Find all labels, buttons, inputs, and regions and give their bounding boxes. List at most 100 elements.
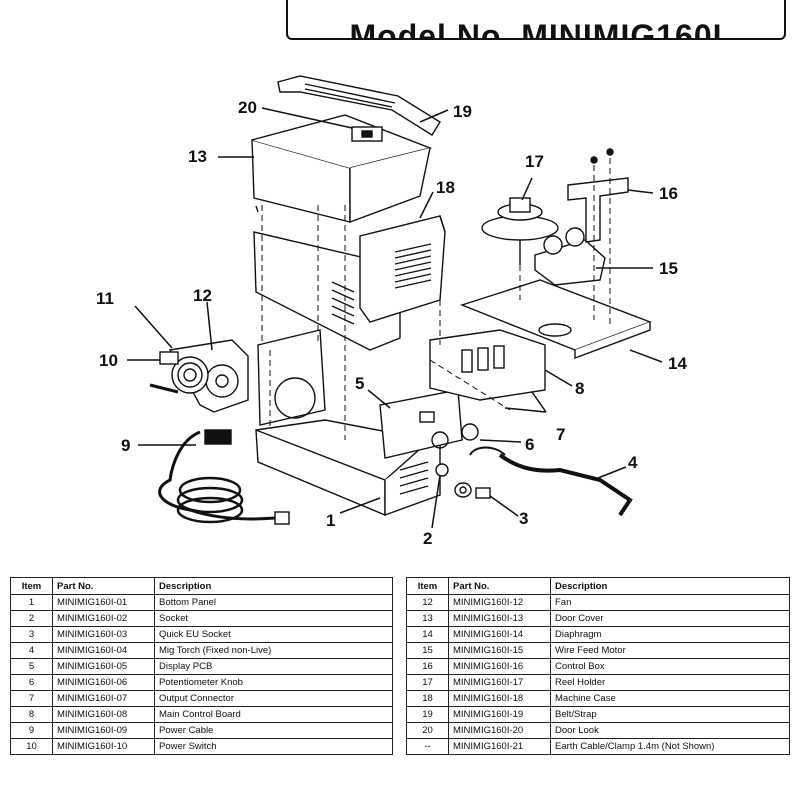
callout-8: 8 bbox=[575, 379, 584, 398]
row-item: 6 bbox=[10, 674, 53, 691]
row-item: 8 bbox=[10, 706, 53, 723]
row-item: 20 bbox=[406, 722, 449, 739]
table-header-row: Item Part No. Description bbox=[10, 577, 393, 595]
row-part-no: MINIMIG160I-05 bbox=[52, 658, 155, 675]
row-item: 15 bbox=[406, 642, 449, 659]
main-control-board-part bbox=[429, 329, 546, 401]
belt-strap-part bbox=[277, 75, 441, 136]
row-item: 3 bbox=[10, 626, 53, 643]
header-part-no: Part No. bbox=[448, 577, 551, 595]
row-description: Mig Torch (Fixed non-Live) bbox=[154, 642, 393, 659]
row-part-no: MINIMIG160I-06 bbox=[52, 674, 155, 691]
mig-torch-part bbox=[469, 446, 633, 517]
callout-4: 4 bbox=[628, 453, 638, 472]
row-part-no: MINIMIG160I-10 bbox=[52, 738, 155, 755]
assembly-guide-lines bbox=[261, 158, 611, 440]
callout-13: 13 bbox=[188, 147, 207, 166]
header-part-no: Part No. bbox=[52, 577, 155, 595]
diaphragm-part bbox=[459, 279, 652, 360]
callout-1: 1 bbox=[326, 511, 335, 530]
row-description: Belt/Strap bbox=[550, 706, 790, 723]
row-item: 16 bbox=[406, 658, 449, 675]
machine-case-part bbox=[359, 215, 446, 323]
callout-17: 17 bbox=[525, 152, 544, 171]
row-item: 7 bbox=[10, 690, 53, 707]
row-description: Diaphragm bbox=[550, 626, 790, 643]
row-item: 2 bbox=[10, 610, 53, 627]
row-item: 4 bbox=[10, 642, 53, 659]
callout-3: 3 bbox=[519, 509, 528, 528]
row-part-no: MINIMIG160I-20 bbox=[448, 722, 551, 739]
row-item: 14 bbox=[406, 626, 449, 643]
row-item: 17 bbox=[406, 674, 449, 691]
row-description: Display PCB bbox=[154, 658, 393, 675]
callout-15: 15 bbox=[659, 259, 678, 278]
power-switch-part bbox=[149, 351, 179, 394]
row-description: Fan bbox=[550, 594, 790, 611]
control-box-part bbox=[567, 148, 629, 243]
row-description: Control Box bbox=[550, 658, 790, 675]
callout-11: 11 bbox=[96, 289, 114, 308]
row-part-no: MINIMIG160I-21 bbox=[448, 738, 551, 755]
callout-16: 16 bbox=[659, 184, 678, 203]
row-description: Earth Cable/Clamp 1.4m (Not Shown) bbox=[550, 738, 790, 755]
header-item: Item bbox=[406, 577, 449, 595]
callout-14: 14 bbox=[668, 354, 687, 373]
fan-part bbox=[168, 339, 249, 413]
display-pcb-part bbox=[379, 389, 479, 459]
row-item: 12 bbox=[406, 594, 449, 611]
row-description: Output Connector bbox=[154, 690, 393, 707]
header-item: Item bbox=[10, 577, 53, 595]
wire-feed-motor-part bbox=[534, 227, 606, 286]
header-description: Description bbox=[550, 577, 790, 595]
row-description: Power Switch bbox=[154, 738, 393, 755]
row-part-no: MINIMIG160I-19 bbox=[448, 706, 551, 723]
exploded-parts-diagram: 20 19 13 18 17 16 15 14 11 12 10 9 5 8 7… bbox=[96, 75, 687, 548]
row-description: Door Cover bbox=[550, 610, 790, 627]
row-description: Wire Feed Motor bbox=[550, 642, 790, 659]
callout-5: 5 bbox=[355, 374, 364, 393]
reel-holder-part bbox=[481, 197, 559, 265]
leader-lines bbox=[127, 107, 663, 529]
callout-2: 2 bbox=[423, 529, 432, 548]
row-description: Quick EU Socket bbox=[154, 626, 393, 643]
row-part-no: MINIMIG160I-09 bbox=[52, 722, 155, 739]
power-cable-part bbox=[158, 429, 290, 525]
row-part-no: MINIMIG160I-13 bbox=[448, 610, 551, 627]
row-part-no: MINIMIG160I-15 bbox=[448, 642, 551, 659]
header-description: Description bbox=[154, 577, 393, 595]
row-description: Bottom Panel bbox=[154, 594, 393, 611]
callout-19: 19 bbox=[453, 102, 472, 121]
row-description: Door Look bbox=[550, 722, 790, 739]
row-item: 18 bbox=[406, 690, 449, 707]
callout-9: 9 bbox=[121, 436, 130, 455]
row-item: 10 bbox=[10, 738, 53, 755]
door-cover-part bbox=[251, 114, 433, 224]
row-description: Socket bbox=[154, 610, 393, 627]
socket-part bbox=[435, 463, 491, 499]
row-part-no: MINIMIG160I-14 bbox=[448, 626, 551, 643]
callout-6: 6 bbox=[525, 435, 534, 454]
row-part-no: MINIMIG160I-16 bbox=[448, 658, 551, 675]
row-part-no: MINIMIG160I-12 bbox=[448, 594, 551, 611]
bottom-panel-part bbox=[255, 329, 441, 517]
row-part-no: MINIMIG160I-18 bbox=[448, 690, 551, 707]
callout-18: 18 bbox=[436, 178, 455, 197]
callout-10: 10 bbox=[99, 351, 118, 370]
